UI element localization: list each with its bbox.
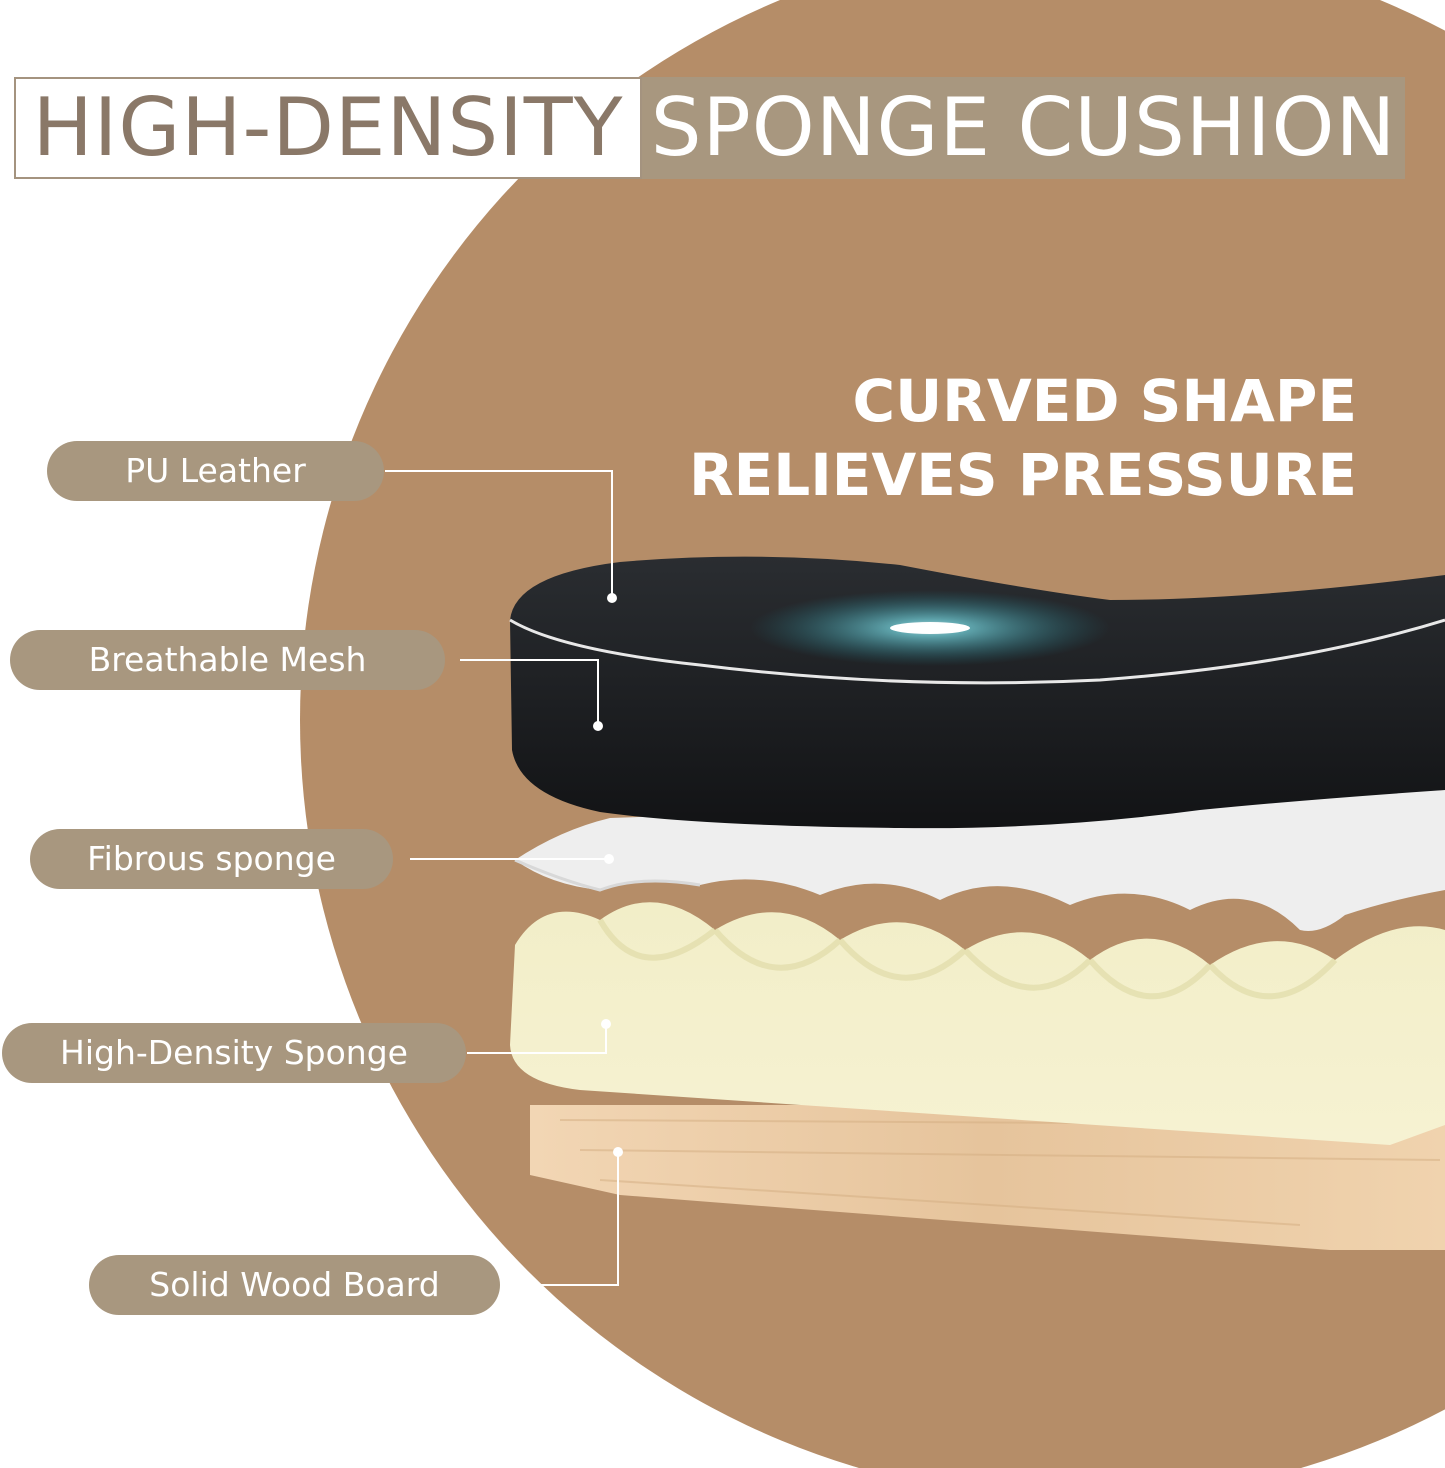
label-solid-wood-board: Solid Wood Board <box>89 1255 500 1315</box>
leader-dots <box>593 593 623 1157</box>
dot-high-density-sponge <box>601 1019 611 1029</box>
leader-lines <box>385 470 619 1286</box>
headline: CURVED SHAPE RELIEVES PRESSURE <box>689 364 1357 512</box>
title-right: SPONGE CUSHION <box>642 77 1405 179</box>
leader-line-pu-leather <box>385 470 613 598</box>
label-pu-leather: PU Leather <box>47 441 384 501</box>
dot-solid-wood-board <box>613 1147 623 1157</box>
high-density-sponge-layer <box>510 902 1445 1145</box>
title-banner: HIGH-DENSITY SPONGE CUSHION <box>14 77 1405 179</box>
fibrous-sponge-layer <box>514 790 1445 931</box>
dot-breathable-mesh <box>593 721 603 731</box>
title-left: HIGH-DENSITY <box>14 77 642 179</box>
leader-line-solid-wood-board <box>500 1152 619 1286</box>
leader-line-high-density-sponge <box>467 1024 607 1054</box>
headline-line-2: RELIEVES PRESSURE <box>688 441 1357 509</box>
pu-leather-cushion-layer <box>509 556 1445 829</box>
dot-fibrous-sponge <box>604 854 614 864</box>
leader-line-breathable-mesh <box>460 659 599 726</box>
label-high-density-sponge: High-Density Sponge <box>2 1023 466 1083</box>
headline-line-1: CURVED SHAPE <box>852 367 1358 435</box>
label-fibrous-sponge: Fibrous sponge <box>30 829 393 889</box>
dot-pu-leather <box>607 593 617 603</box>
label-breathable-mesh: Breathable Mesh <box>10 630 445 690</box>
